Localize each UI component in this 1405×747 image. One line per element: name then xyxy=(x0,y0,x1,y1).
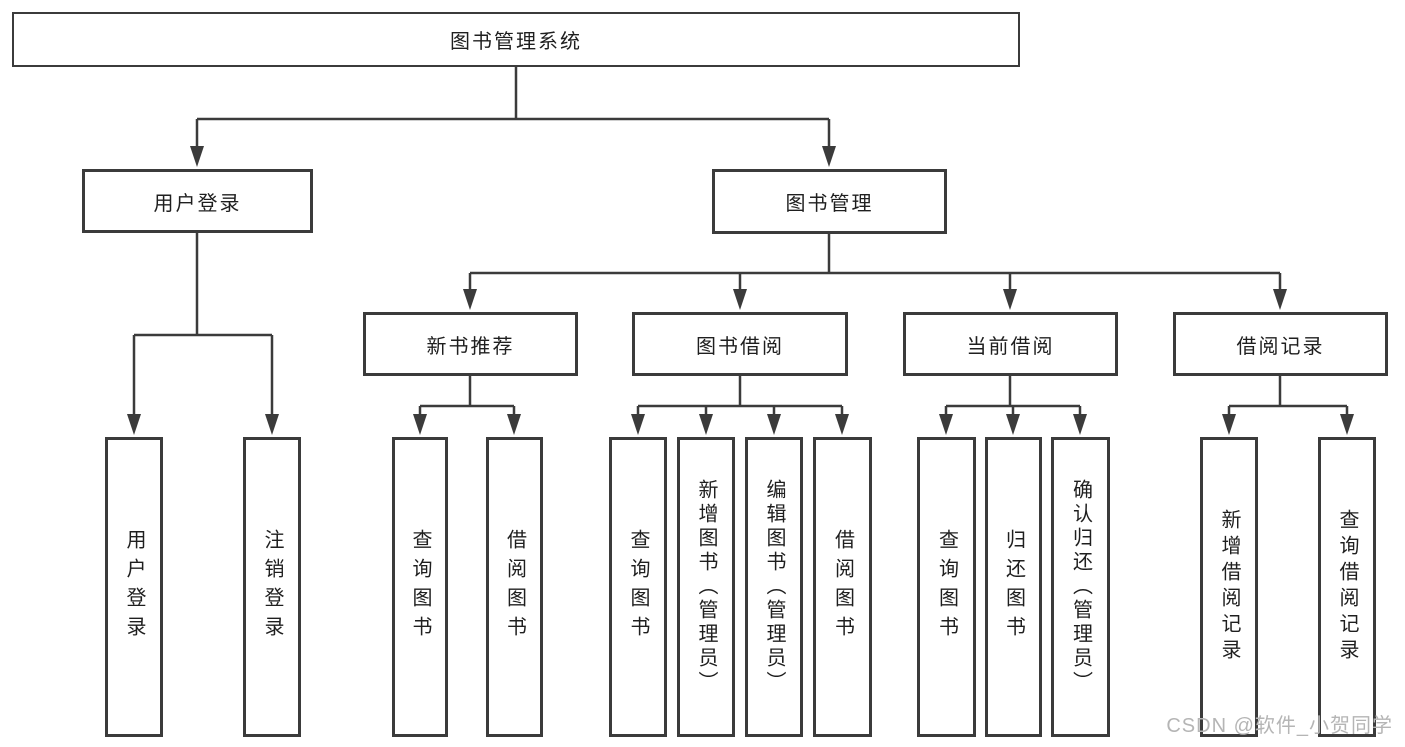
node-book-management: 图书管理 xyxy=(712,169,947,234)
leaf-add-borrow-record: 新增借阅记录 xyxy=(1200,437,1258,737)
node-label: 查询图书 xyxy=(935,529,958,645)
leaf-add-book-admin: 新增图书（管理员） xyxy=(677,437,735,737)
node-label: 用户登录 xyxy=(123,529,145,645)
node-label: 查询图书 xyxy=(409,529,431,645)
node-label: 新增图书（管理员） xyxy=(695,479,717,695)
node-label: 确认归还（管理员） xyxy=(1069,479,1092,695)
node-borrowing-records: 借阅记录 xyxy=(1173,312,1388,376)
leaf-confirm-return-admin: 确认归还（管理员） xyxy=(1051,437,1110,737)
leaf-query-book-recommend: 查询图书 xyxy=(392,437,448,737)
node-label: 用户登录 xyxy=(153,192,242,215)
node-label: 图书管理系统 xyxy=(450,31,582,53)
node-label: 当前借阅 xyxy=(966,335,1055,358)
node-label: 借阅图书 xyxy=(503,529,526,645)
node-user-login: 用户登录 xyxy=(82,169,313,233)
node-label: 借阅图书 xyxy=(831,529,854,645)
leaf-edit-book-admin: 编辑图书（管理员） xyxy=(745,437,803,737)
leaf-borrow-book-recommend: 借阅图书 xyxy=(486,437,543,737)
node-label: 归还图书 xyxy=(1002,529,1025,645)
leaf-query-book-borrowing: 查询图书 xyxy=(609,437,667,737)
node-label: 借阅记录 xyxy=(1236,335,1325,358)
node-label: 注销登录 xyxy=(261,529,283,645)
node-label: 图书借阅 xyxy=(696,335,784,358)
node-current-borrowing: 当前借阅 xyxy=(903,312,1118,376)
node-label: 新书推荐 xyxy=(426,335,515,358)
node-book-borrowing: 图书借阅 xyxy=(632,312,848,376)
watermark: CSDN @软件_小贺同学 xyxy=(1166,715,1393,737)
leaf-query-book-current: 查询图书 xyxy=(917,437,976,737)
node-label: 编辑图书（管理员） xyxy=(763,479,785,695)
leaf-logout: 注销登录 xyxy=(243,437,301,737)
leaf-borrow-book-borrowing: 借阅图书 xyxy=(813,437,872,737)
leaf-query-borrow-record: 查询借阅记录 xyxy=(1318,437,1376,737)
leaf-return-book: 归还图书 xyxy=(985,437,1042,737)
node-root-system: 图书管理系统 xyxy=(12,12,1020,67)
leaf-user-login: 用户登录 xyxy=(105,437,163,737)
node-label: 图书管理 xyxy=(785,193,874,215)
node-label: 查询借阅记录 xyxy=(1336,509,1358,665)
node-new-book-recommend: 新书推荐 xyxy=(363,312,578,376)
node-label: 查询图书 xyxy=(627,529,649,645)
node-label: 新增借阅记录 xyxy=(1218,509,1240,665)
